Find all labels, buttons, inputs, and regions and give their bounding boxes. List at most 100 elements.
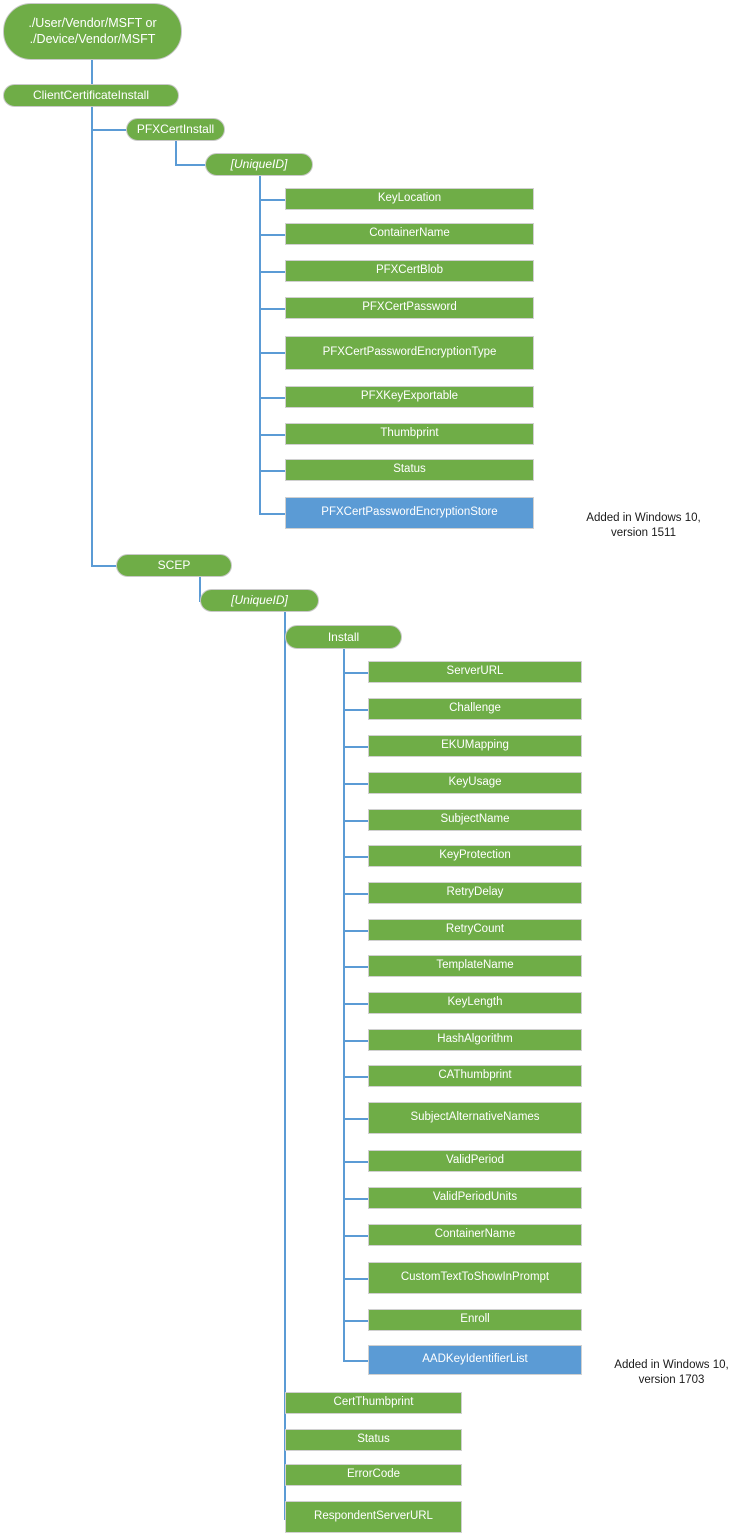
connector-install-child-8 (343, 930, 370, 932)
connector-pfx-uniqueid-trunk (259, 175, 261, 515)
node-install[interactable]: Install (285, 625, 402, 649)
node-pfx-unique-id[interactable]: [UniqueID] (205, 153, 313, 176)
node-scep-unique-id-label: [UniqueID] (231, 593, 288, 607)
node-label: Challenge (449, 702, 501, 715)
node-root[interactable]: ./User/Vendor/MSFT or ./Device/Vendor/MS… (3, 3, 182, 60)
connector-cci-to-pfxcertinstall (91, 129, 127, 131)
node-pfx-cert-install[interactable]: PFXCertInstall (126, 118, 225, 141)
node-label: KeyLocation (377, 192, 442, 205)
connector-install-child-1 (343, 672, 370, 674)
node-pfx-child-thumbprint[interactable]: Thumbprint (285, 423, 534, 445)
connector-install-child-16 (343, 1235, 370, 1237)
connector-install-child-17 (343, 1278, 370, 1280)
node-label: AADKeyIdentifierList (422, 1353, 528, 1366)
node-install-child-containername[interactable]: ContainerName (368, 1224, 582, 1246)
node-install-child-customtexttoshowinprompt[interactable]: CustomTextToShowInPrompt (368, 1262, 582, 1294)
node-install-child-challenge[interactable]: Challenge (368, 698, 582, 720)
connector-cci-to-scep (91, 565, 117, 567)
node-label: EKUMapping (441, 739, 509, 752)
node-install-child-keylength[interactable]: KeyLength (368, 992, 582, 1014)
node-label: CustomTextToShowInPrompt (400, 1271, 550, 1284)
node-label: Status (357, 1433, 390, 1446)
node-client-certificate-install-label: ClientCertificateInstall (32, 88, 150, 102)
node-scepuid-child-errorcode[interactable]: ErrorCode (285, 1464, 462, 1486)
node-label: SubjectAlternativeNames (410, 1111, 540, 1124)
connector-pfx-child-1 (259, 199, 286, 201)
node-label: TemplateName (436, 959, 514, 972)
node-label: RetryCount (445, 923, 505, 936)
node-label: KeyProtection (439, 849, 511, 862)
node-install-child-serverurl[interactable]: ServerURL (368, 661, 582, 683)
connector-install-child-11 (343, 1040, 370, 1042)
node-install-child-validperiod[interactable]: ValidPeriod (368, 1150, 582, 1172)
connector-pfx-child-5 (259, 352, 286, 354)
node-label: SubjectName (440, 813, 510, 826)
node-label: CertThumbprint (333, 1396, 414, 1409)
connector-pfx-child-2 (259, 234, 286, 236)
node-pfx-child-pfxcertpasswordencryptionstore[interactable]: PFXCertPasswordEncryptionStore (285, 497, 534, 529)
node-pfx-child-containername[interactable]: ContainerName (285, 223, 534, 245)
node-client-certificate-install[interactable]: ClientCertificateInstall (3, 84, 179, 107)
connector-install-child-19 (343, 1360, 370, 1362)
node-install-child-keyprotection[interactable]: KeyProtection (368, 845, 582, 867)
connector-scep-trunk (199, 576, 201, 601)
node-pfx-child-pfxcertblob[interactable]: PFXCertBlob (285, 260, 534, 282)
connector-install-child-6 (343, 856, 370, 858)
node-install-child-hashalgorithm[interactable]: HashAlgorithm (368, 1029, 582, 1051)
node-pfx-child-keylocation[interactable]: KeyLocation (285, 188, 534, 210)
node-install-child-cathumbprint[interactable]: CAThumbprint (368, 1065, 582, 1087)
node-install-child-subjectalternativenames[interactable]: SubjectAlternativeNames (368, 1102, 582, 1134)
node-pfx-child-pfxcertpasswordencryptiontype[interactable]: PFXCertPasswordEncryptionType (285, 336, 534, 370)
annotation-aad-key: Added in Windows 10, version 1703 (594, 1342, 749, 1389)
node-root-label: ./User/Vendor/MSFT or ./Device/Vendor/MS… (28, 15, 157, 46)
node-label: KeyUsage (448, 776, 502, 789)
node-pfx-child-pfxkeyexportable[interactable]: PFXKeyExportable (285, 386, 534, 408)
node-install-child-templatename[interactable]: TemplateName (368, 955, 582, 977)
node-label: ValidPeriodUnits (432, 1191, 518, 1204)
node-pfx-cert-install-label: PFXCertInstall (136, 122, 215, 136)
connector-install-child-18 (343, 1320, 370, 1322)
connector-install-child-14 (343, 1161, 370, 1163)
node-scep-unique-id[interactable]: [UniqueID] (200, 589, 319, 612)
connector-install-child-2 (343, 709, 370, 711)
node-label: CAThumbprint (438, 1069, 512, 1082)
node-install-child-retrydelay[interactable]: RetryDelay (368, 882, 582, 904)
connector-pfx-child-9 (259, 513, 286, 515)
node-label: ErrorCode (346, 1468, 401, 1481)
node-pfx-unique-id-label: [UniqueID] (230, 157, 288, 171)
node-label: ContainerName (369, 227, 450, 240)
connector-pfx-child-8 (259, 470, 286, 472)
node-pfx-child-pfxcertpassword[interactable]: PFXCertPassword (285, 297, 534, 319)
node-scepuid-child-status[interactable]: Status (285, 1429, 462, 1451)
node-label: ValidPeriod (446, 1154, 504, 1167)
connector-install-child-5 (343, 820, 370, 822)
node-scepuid-child-certthumbprint[interactable]: CertThumbprint (285, 1392, 462, 1414)
node-label: PFXCertPasswordEncryptionStore (321, 506, 498, 519)
node-pfx-child-status[interactable]: Status (285, 459, 534, 481)
node-scepuid-child-respondentserverurl[interactable]: RespondentServerURL (285, 1501, 462, 1533)
connector-pfxcertinstall-to-uniqueid (175, 164, 206, 166)
connector-scep-uniqueid-trunk (284, 611, 286, 1519)
annotation-aad-key-text: Added in Windows 10, version 1703 (614, 1358, 729, 1387)
node-scep[interactable]: SCEP (116, 554, 232, 577)
node-label: Status (393, 463, 426, 476)
node-label: Enroll (460, 1313, 490, 1326)
node-label: ServerURL (446, 665, 504, 678)
node-install-child-retrycount[interactable]: RetryCount (368, 919, 582, 941)
connector-install-child-13 (343, 1118, 370, 1120)
node-label: KeyLength (447, 996, 503, 1009)
connector-pfx-child-4 (259, 308, 286, 310)
node-install-child-subjectname[interactable]: SubjectName (368, 809, 582, 831)
connector-install-child-9 (343, 966, 370, 968)
connector-install-child-15 (343, 1198, 370, 1200)
node-label: ContainerName (434, 1228, 516, 1241)
node-install-child-ekumapping[interactable]: EKUMapping (368, 735, 582, 757)
node-install-child-keyusage[interactable]: KeyUsage (368, 772, 582, 794)
node-install-child-aadkeyidentifierlist[interactable]: AADKeyIdentifierList (368, 1345, 582, 1375)
connector-pfx-child-7 (259, 434, 286, 436)
annotation-pfx-store-text: Added in Windows 10, version 1511 (586, 511, 701, 540)
node-install-child-validperiodunits[interactable]: ValidPeriodUnits (368, 1187, 582, 1209)
node-label: RespondentServerURL (314, 1510, 433, 1523)
node-install-child-enroll[interactable]: Enroll (368, 1309, 582, 1331)
